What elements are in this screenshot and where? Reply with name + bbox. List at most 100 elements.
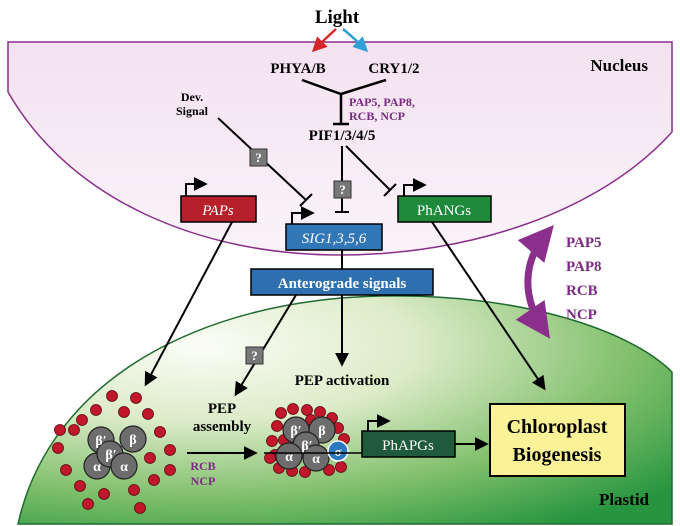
free-pap-dot-3: [90, 404, 102, 416]
free-pap-dot-5: [68, 424, 80, 436]
phapgs-gene-label: PhAPGs: [382, 438, 434, 454]
chloroplast-biogenesis: Chloroplast Biogenesis: [489, 403, 626, 477]
retrograde-protein-3: RCB: [566, 283, 598, 299]
complex-pap-dot-17: [264, 452, 276, 464]
nucleus-label: Nucleus: [590, 56, 648, 75]
complex-pap-dot-6: [271, 420, 283, 432]
complex-pap-dot-4: [314, 406, 326, 418]
unknown-box-assembly: ?: [245, 346, 264, 365]
free-pap-dot-17: [54, 424, 66, 436]
complex-alpha-1-label: α: [285, 450, 293, 465]
biogenesis-line1: Chloroplast: [507, 416, 608, 438]
complex-beta-prime-label: β′: [290, 424, 301, 439]
free-pap-dot-4: [142, 408, 154, 420]
phy-label: PHYA/B: [270, 61, 325, 77]
paps-promoter-arrow: [185, 177, 208, 197]
pep-assembly-line2: assembly: [193, 419, 252, 435]
free-pap-dot-8: [154, 426, 166, 438]
free-pap-dot-7: [76, 414, 88, 426]
light-to-cry-arrow: [342, 28, 369, 53]
dev-signal-inhibition-bar: [299, 193, 313, 207]
complex-pap-dot-1: [275, 407, 287, 419]
phangs-gene: PhANGs: [397, 178, 492, 223]
biogenesis-line2: Biogenesis: [513, 444, 602, 466]
complex-pap-dot-16: [335, 461, 347, 473]
free-pap-dot-19: [82, 498, 94, 510]
unknown-box-pif: ?: [333, 180, 352, 199]
free-pap-dot-14: [128, 484, 140, 496]
phapgs-gene-box: [361, 430, 456, 458]
photoreceptor-converge-lines: [301, 78, 387, 124]
free-pap-dot-13: [98, 488, 110, 500]
paps-gene-box: [180, 195, 257, 223]
phangs-gene-box: [397, 195, 492, 223]
anterograde-signals: Anterograde signals: [250, 268, 434, 296]
free-pap-dot-20: [134, 502, 146, 514]
subunit-beta-prime-label: β′: [95, 434, 106, 449]
complex-sigma-label: σ: [334, 444, 341, 459]
subunit-alpha-1-label: α: [93, 460, 101, 475]
assembly-factor-1: RCB: [190, 459, 215, 473]
free-pap-dot-15: [148, 474, 160, 486]
dev-signal-line1: Dev.: [181, 90, 203, 104]
subunit-alpha-2-circle: [110, 452, 138, 480]
paps-gene-label: PAPs: [201, 203, 234, 219]
plastid-label: Plastid: [599, 490, 650, 509]
pep-assembly-line1: PEP: [208, 401, 236, 417]
pif-label: PIF1/3/4/5: [309, 128, 376, 144]
light-to-phy-arrow: [311, 28, 337, 53]
complex-pap-dot-8: [266, 435, 278, 447]
pep-complex-subunits: β′ β β′ α α σ: [275, 416, 349, 472]
complex-pap-dot-14: [299, 466, 311, 478]
light-label: Light: [315, 7, 360, 28]
pif-to-phangs-inhibition-line: [345, 145, 391, 191]
phapgs-gene: PhAPGs: [264, 414, 456, 458]
anterograde-label: Anterograde signals: [278, 276, 407, 292]
free-pap-dot-16: [118, 406, 130, 418]
complex-pap-dot-15: [323, 464, 335, 476]
phangs-to-biogenesis-arrow: [431, 221, 546, 391]
sig-gene-label: SIG1,3,5,6: [302, 231, 367, 247]
free-pap-dot-2: [130, 392, 142, 404]
complex-beta-label: β: [318, 424, 325, 439]
regulators-line1: PAP5, PAP8,: [349, 95, 415, 109]
complex-alpha-2-circle: [302, 444, 330, 472]
biogenesis-box: [489, 403, 626, 477]
complex-alpha-1-circle: [275, 442, 303, 470]
dev-signal-line2: Signal: [176, 104, 209, 118]
free-pap-dot-11: [60, 464, 72, 476]
subunit-beta-prime-2-label: β′: [105, 448, 116, 463]
assembly-factor-2: NCP: [191, 474, 216, 488]
sig-promoter-arrow: [291, 206, 315, 225]
retrograde-protein-1: PAP5: [566, 235, 602, 251]
complex-beta-prime-2-label: β′: [301, 439, 312, 454]
free-pap-dot-6: [52, 442, 64, 454]
complex-pap-dot-3: [301, 404, 313, 416]
nucleus-region: [7, 41, 673, 256]
pep-complex-dots: [264, 403, 350, 478]
subunit-beta-label: β: [129, 433, 136, 448]
unknown-mark-assembly: ?: [251, 348, 258, 363]
phangs-promoter-arrow: [403, 178, 427, 197]
unknown-mark-dev: ?: [255, 150, 262, 165]
complex-alpha-2-label: α: [312, 452, 320, 467]
retrograde-protein-2: PAP8: [566, 259, 602, 275]
phapgs-promoter-arrow: [367, 414, 391, 433]
paps-gene: PAPs: [180, 177, 257, 223]
pep-activation-label: PEP activation: [295, 373, 390, 389]
free-pap-dot-10: [164, 444, 176, 456]
subunit-beta-circle: [119, 425, 147, 453]
pif-to-phangs-inhibition-bar: [383, 183, 397, 197]
complex-pap-dot-2: [287, 403, 299, 415]
paps-to-plastid-arrow: [144, 221, 233, 387]
regulators-line2: RCB, NCP: [349, 109, 405, 123]
cry-label: CRY1/2: [368, 61, 419, 77]
unknown-mark-pif: ?: [339, 182, 346, 197]
anterograde-to-pep-assembly-arrow: [234, 294, 297, 397]
free-pap-dot-9: [144, 452, 156, 464]
bidirectional-purple-arrow: [515, 225, 554, 339]
subunit-alpha-2-label: α: [120, 460, 128, 475]
unknown-box-dev: ?: [249, 148, 268, 167]
phangs-gene-label: PhANGs: [417, 203, 471, 219]
